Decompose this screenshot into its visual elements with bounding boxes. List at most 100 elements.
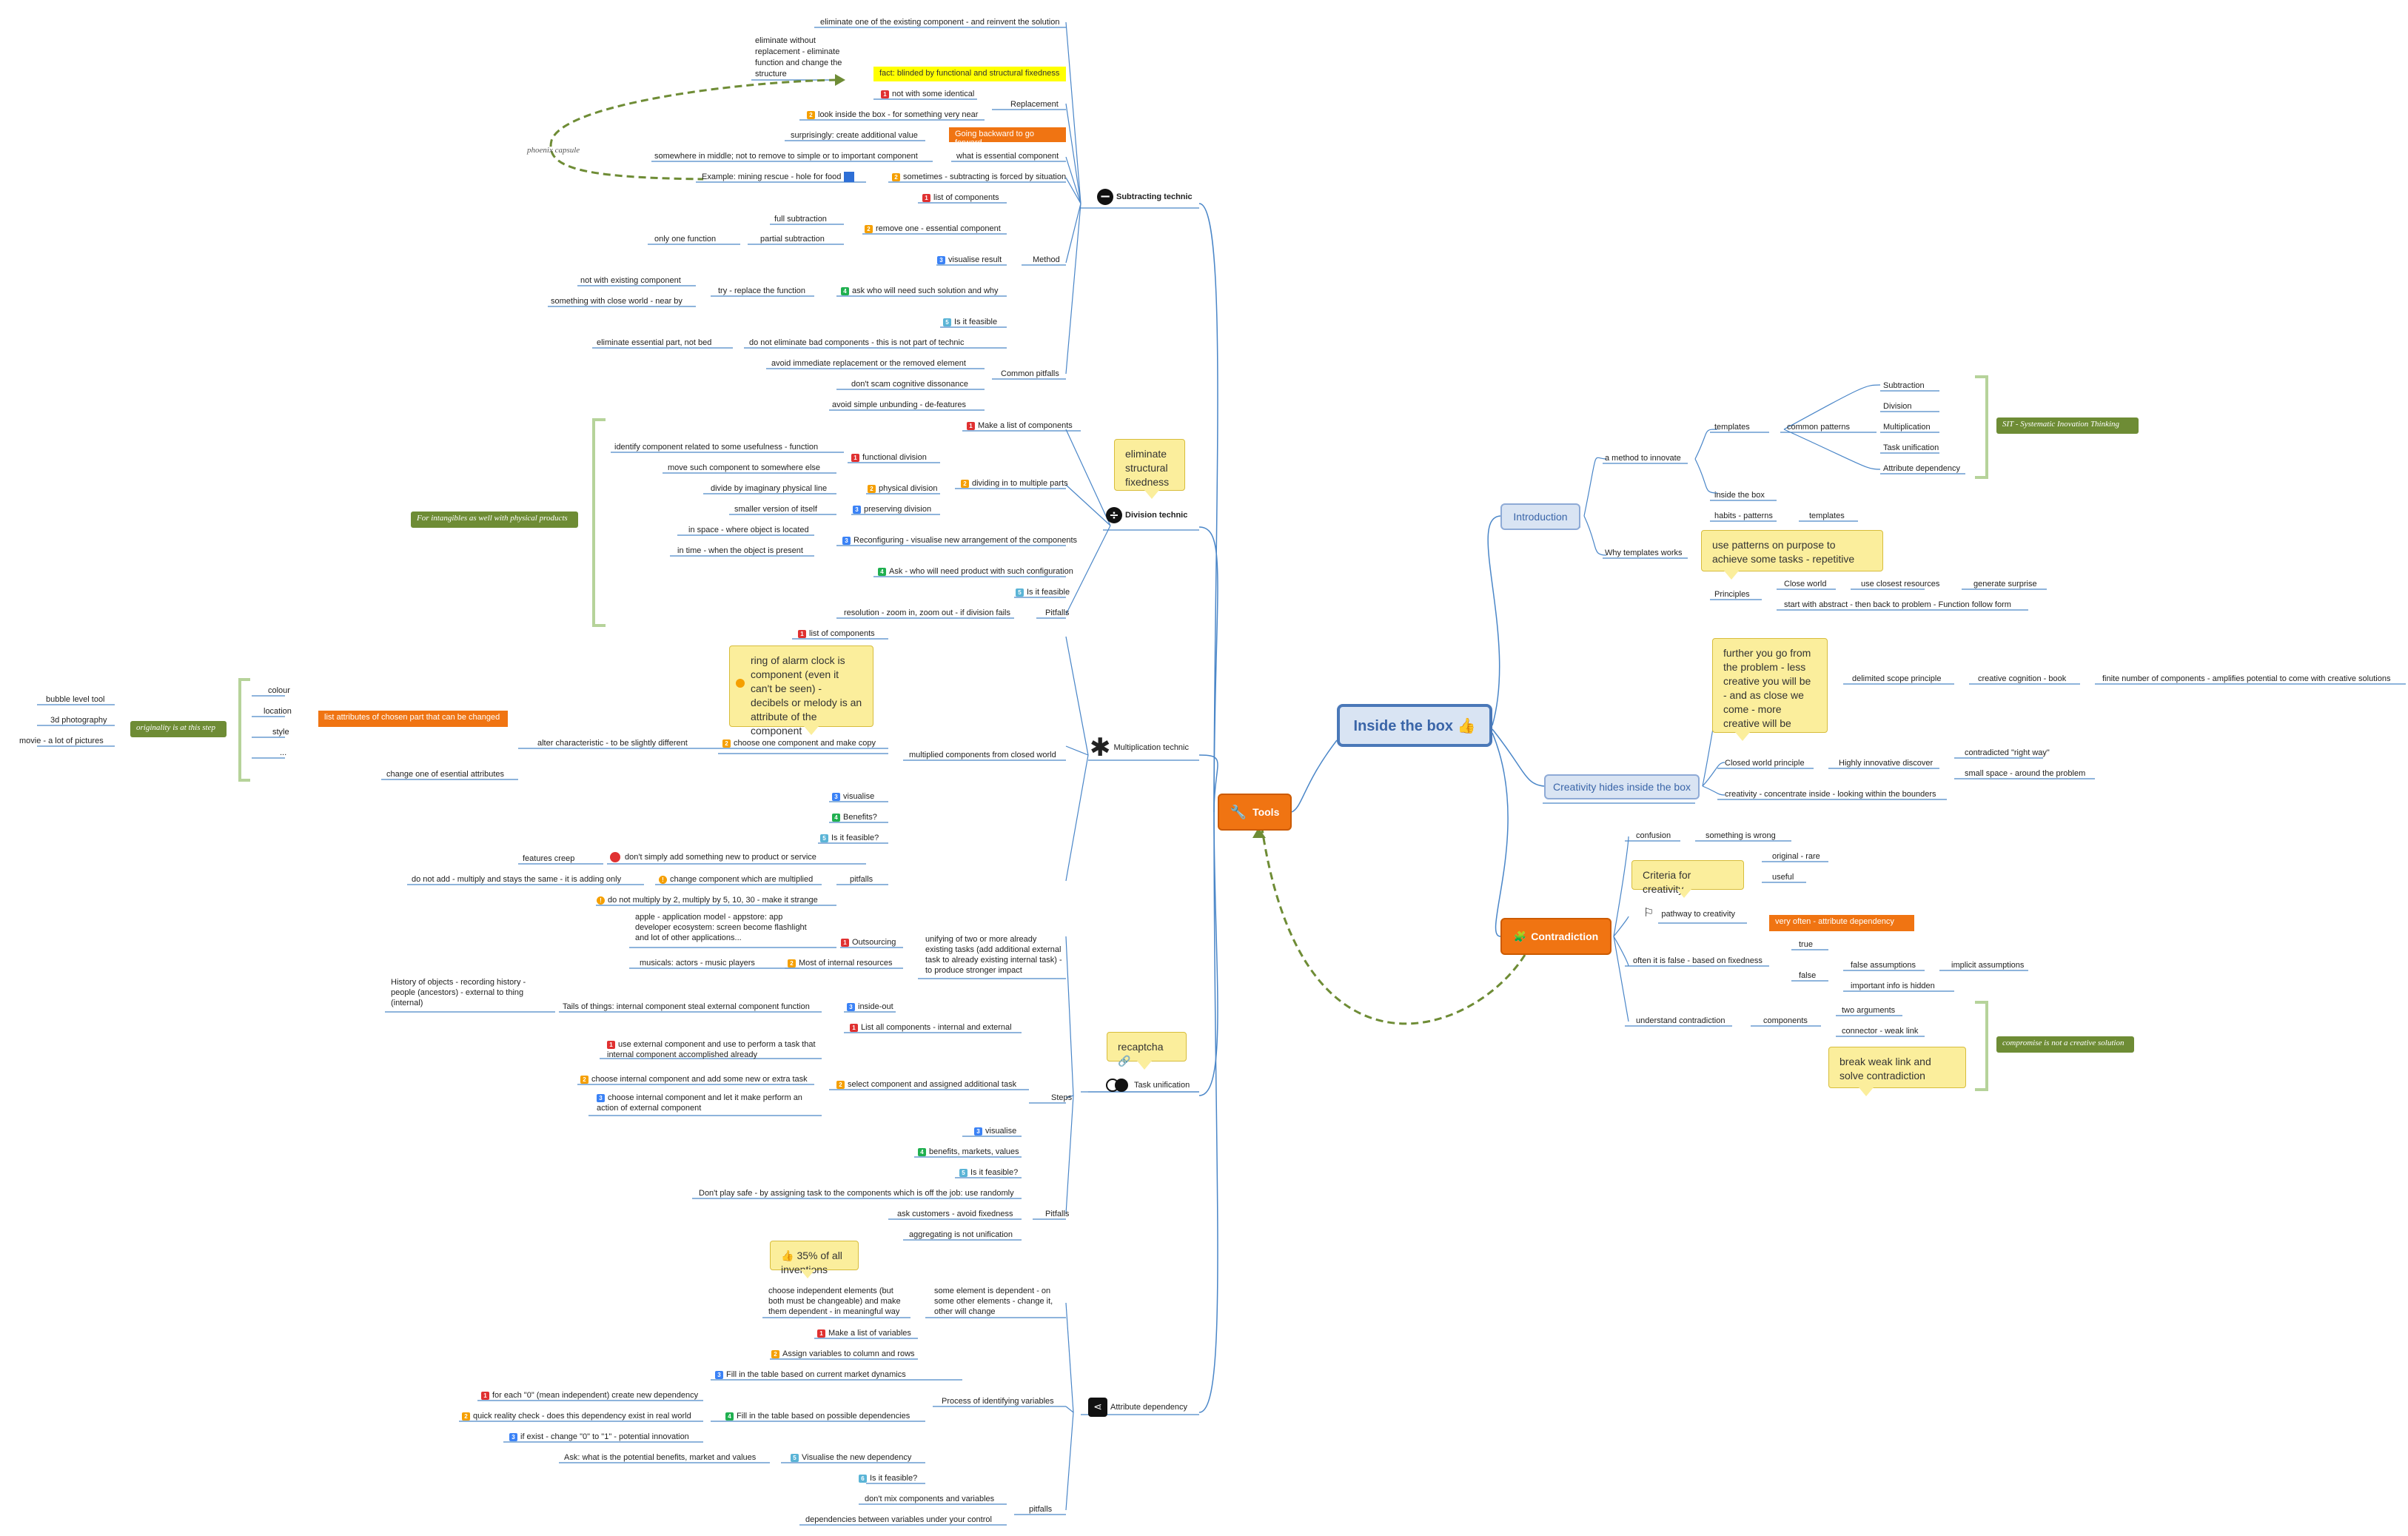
node[interactable]: movie - a lot of pictures [19,736,104,746]
node[interactable]: creativity - concentrate inside - lookin… [1725,789,1936,799]
subtopic-multiplication[interactable]: ✱Multiplication technic [1090,735,1189,760]
node[interactable]: Tails of things: internal component stea… [563,1002,810,1012]
node[interactable]: some element is dependent - on some othe… [934,1286,1060,1317]
node[interactable]: History of objects - recording history -… [391,977,539,1008]
node[interactable]: Attribute dependency [1883,463,1960,474]
callout-alarm-clock[interactable]: ring of alarm clock is component (even i… [729,645,873,737]
node[interactable]: Close world [1784,579,1826,589]
node[interactable]: location [264,706,292,717]
node[interactable]: templates [1714,422,1750,432]
node[interactable]: resolution - zoom in, zoom out - if divi… [844,608,1010,618]
node[interactable]: Steps [1051,1093,1072,1103]
highlight-intangibles[interactable]: For intangibles as well with physical pr… [411,512,578,528]
node[interactable]: do not add - multiply and stays the same… [412,874,621,885]
node[interactable]: Multiplication [1883,422,1931,432]
node[interactable]: creative cognition - book [1978,674,2066,684]
central-topic[interactable]: Inside the box 👍 [1337,704,1492,747]
node[interactable]: ... [280,748,286,758]
node[interactable]: pitfalls [1029,1504,1052,1515]
node[interactable]: components [1763,1016,1808,1026]
node[interactable]: false [1799,970,1816,981]
node[interactable]: generate surprise [1973,579,2037,589]
highlight-fact-fixedness[interactable]: fact: blinded by functional and structur… [873,67,1066,81]
node[interactable]: false assumptions [1851,960,1916,970]
node[interactable]: only one function [654,234,716,244]
node[interactable]: useful [1772,872,1794,882]
node[interactable]: Example: mining rescue - hole for food [702,172,855,183]
subtopic-subtracting[interactable]: −Subtracting technic [1097,189,1193,205]
node[interactable]: Division [1883,401,1912,412]
node[interactable]: original - rare [1772,851,1820,862]
node[interactable]: Pitfalls [1045,608,1069,618]
node[interactable]: bubble level tool [46,694,105,705]
node[interactable]: ask customers - avoid fixedness [897,1209,1013,1219]
callout-invention-share[interactable]: 👍35% of all inventions [770,1241,859,1278]
node[interactable]: Process of identifying variables [942,1396,1054,1406]
node[interactable]: Task unification [1883,443,1939,453]
node[interactable]: features creep [523,853,574,864]
node[interactable]: pitfalls [850,874,873,885]
callout-weak-link[interactable]: break weak link and solve contradiction [1828,1047,1966,1096]
node[interactable]: Principles [1714,589,1750,600]
node[interactable]: habits - patterns [1714,511,1773,521]
node[interactable]: unifying of two or more already existing… [925,934,1066,976]
node[interactable]: a method to innovate [1605,453,1681,463]
topic-creativity[interactable]: Creativity hides inside the box [1544,774,1700,799]
node[interactable]: musicals: actors - music players [640,958,755,968]
node[interactable]: 3d photography [50,715,107,725]
topic-tools[interactable]: 🔧Tools [1218,794,1292,831]
node[interactable]: something is wrong [1706,831,1776,841]
subtopic-attribute-dependency[interactable]: ⋖Attribute dependency [1088,1398,1187,1417]
topic-introduction[interactable]: Introduction [1500,503,1580,530]
node[interactable]: don't scam cognitive dissonance [851,379,968,389]
node[interactable]: inside the box [1714,490,1765,500]
node[interactable]: aggregating is not unification [909,1230,1013,1240]
node[interactable]: style [272,727,289,737]
subtopic-division[interactable]: ÷Division technic [1106,507,1187,523]
node[interactable]: alter characteristic - to be slightly di… [537,738,688,748]
highlight-originality[interactable]: originality is at this step [130,721,227,737]
node[interactable]: full subtraction [774,214,827,224]
node[interactable]: small space - around the problem [1965,768,2085,779]
callout-criteria[interactable]: Criteria for creativity [1631,860,1744,898]
node[interactable]: Replacement [1010,99,1059,110]
node[interactable]: Why templates works [1605,548,1683,558]
node[interactable]: don't simply add something new to produc… [610,852,816,863]
node[interactable]: true [1799,939,1813,950]
node[interactable]: Subtraction [1883,380,1925,391]
node[interactable]: delimited scope principle [1852,674,1941,684]
node[interactable]: finite number of components - amplifies … [2102,674,2390,684]
node[interactable]: dependencies between variables under you… [805,1515,992,1525]
node[interactable]: often it is false - based on fixedness [1633,956,1763,966]
topic-contradiction[interactable]: 🧩Contradiction [1500,918,1612,955]
subtopic-task-unification[interactable]: Task unification [1106,1078,1190,1093]
node[interactable]: don't mix components and variables [865,1494,994,1504]
node[interactable]: two arguments [1842,1005,1895,1016]
node[interactable]: common patterns [1787,422,1850,432]
node[interactable]: connector - weak link [1842,1026,1918,1036]
highlight-compromise[interactable]: compromise is not a creative solution [1996,1036,2134,1053]
node[interactable]: partial subtraction [760,234,825,244]
